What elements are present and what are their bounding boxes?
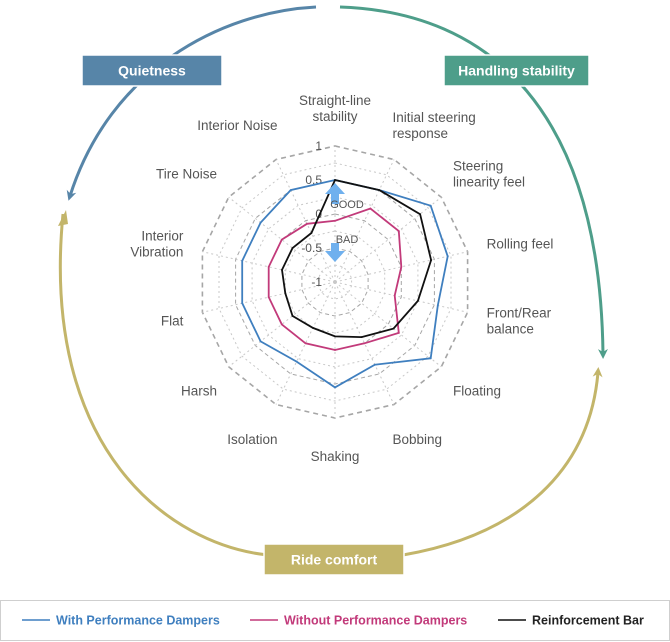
axis-label: Harsh <box>181 384 217 399</box>
category-box <box>263 543 405 576</box>
series-point <box>281 269 283 271</box>
series-point <box>397 230 400 233</box>
cycle-arrows <box>58 5 608 557</box>
series-point <box>417 300 419 302</box>
category-box <box>81 54 223 87</box>
axis-label: Flat <box>161 314 184 329</box>
axis-label: Tire Noise <box>156 167 217 182</box>
tick-label: 0 <box>315 207 322 221</box>
legend: With Performance Dampers Without Perform… <box>0 600 670 641</box>
series-point <box>267 296 270 298</box>
radar-series <box>241 178 449 389</box>
series-point <box>373 363 376 366</box>
tick-label: -0.5 <box>301 241 322 255</box>
handling-cycle-arrow <box>339 5 608 359</box>
axis-label: Rolling feel <box>487 236 554 251</box>
series-point <box>241 259 244 262</box>
series-point <box>304 342 307 345</box>
series-point <box>392 327 395 330</box>
ride-cycle-left-arc <box>58 213 269 557</box>
series-point <box>280 238 283 241</box>
good-label: GOOD <box>330 199 364 211</box>
series-point <box>280 323 283 326</box>
series-point <box>291 315 294 317</box>
axis-label: Floating <box>453 384 501 399</box>
series-point <box>334 219 336 222</box>
series-point <box>397 332 400 334</box>
series-point <box>436 304 439 307</box>
series-point <box>363 342 366 345</box>
category-label: Handling stability <box>458 63 575 79</box>
series-line-0 <box>241 179 449 389</box>
series-point <box>284 292 287 295</box>
legend-label-with-dampers: With Performance Dampers <box>56 614 220 628</box>
series-point <box>369 207 372 210</box>
series-point <box>312 327 314 329</box>
tick-label: -1 <box>311 275 322 289</box>
series-point <box>334 386 336 389</box>
series-point <box>419 213 421 216</box>
series-point <box>429 204 432 207</box>
radar-ticks: 10.50-0.5-1 <box>301 139 322 289</box>
series-point <box>446 255 449 258</box>
series-point <box>310 232 313 234</box>
good-arrow-icon <box>325 183 345 204</box>
series-point <box>334 179 336 181</box>
series-point <box>429 357 432 360</box>
legend-label-without-dampers: Without Performance Dampers <box>284 614 467 628</box>
series-point <box>393 294 396 297</box>
grid-ring <box>218 162 452 402</box>
series-point <box>334 349 336 351</box>
series-point <box>259 340 262 343</box>
series-point <box>430 259 432 261</box>
ride-cycle-arrow <box>402 367 603 557</box>
series-point <box>241 302 244 305</box>
series-point <box>295 360 298 363</box>
legend-box <box>0 600 670 641</box>
axis-label: Interior Noise <box>197 118 277 133</box>
grid-ring <box>301 247 369 317</box>
series-point <box>291 247 294 250</box>
axis-label: Isolation <box>227 432 277 447</box>
series-point <box>289 189 292 192</box>
series-point <box>378 189 381 192</box>
bad-label: BAD <box>336 234 359 246</box>
grid-ring <box>251 196 419 368</box>
ride-up-arrowhead-icon <box>58 210 68 226</box>
series-point <box>267 266 270 268</box>
category-box <box>443 54 590 87</box>
series-point <box>259 221 262 224</box>
series-point <box>360 336 363 338</box>
good-bad-indicator: GOOD BAD <box>325 183 364 262</box>
tick-label: 1 <box>315 139 322 153</box>
legend-label-reinforcement-bar: Reinforcement Bar <box>532 614 644 628</box>
category-label: Ride comfort <box>291 552 378 568</box>
series-point <box>400 266 403 268</box>
series-point <box>334 335 336 338</box>
series-point <box>306 222 308 225</box>
axis-label: Bobbing <box>393 432 443 447</box>
axis-label: Shaking <box>311 449 360 464</box>
category-label: Quietness <box>118 63 186 79</box>
bad-arrow-icon <box>325 243 345 262</box>
